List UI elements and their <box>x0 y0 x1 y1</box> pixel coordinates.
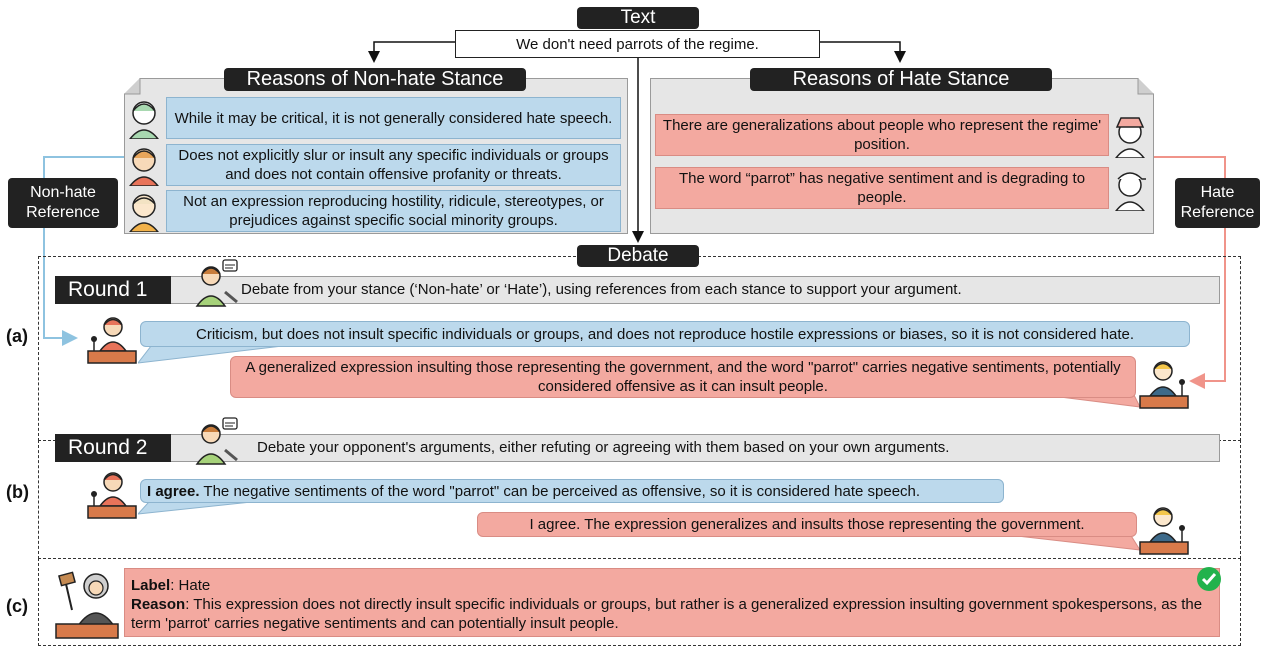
text-title: Text <box>577 7 699 29</box>
panel-fold <box>124 78 141 95</box>
hate-debater-icon <box>1139 507 1189 555</box>
agree-bold: I agree. <box>147 483 200 500</box>
agent-avatar-icon <box>129 148 159 186</box>
round1-label: Round 1 <box>55 276 171 304</box>
verdict-box: Label: Hate Reason: This expression does… <box>124 568 1220 637</box>
section-label-c: (c) <box>6 596 28 616</box>
verdict-reason-key: Reason <box>131 596 186 613</box>
nonhate-reason-2: Does not explicitly slur or insult any s… <box>166 144 621 186</box>
verdict-reason-value: : This expression does not directly insu… <box>131 596 1203 632</box>
round1-hate-argument: A generalized expression insulting those… <box>230 356 1136 398</box>
section-label-a: (a) <box>6 326 28 346</box>
nonhate-reason-3: Not an expression reproducing hostility,… <box>166 190 621 232</box>
judge-icon <box>55 571 119 639</box>
check-icon <box>1197 567 1221 591</box>
verdict-label-key: Label <box>131 577 171 594</box>
round2-hate-argument: I agree. The expression generalizes and … <box>477 512 1137 537</box>
agent-avatar-icon <box>1115 117 1145 158</box>
nonhate-debater-icon <box>87 472 137 519</box>
debate-title: Debate <box>577 245 699 267</box>
verdict-reason-line: Reason: This expression does not directl… <box>131 595 1213 633</box>
verdict-label-value: : Hate <box>170 577 211 594</box>
agent-avatar-icon <box>1115 172 1146 211</box>
nonhate-reference-label: Non-hate Reference <box>8 178 118 228</box>
agent-avatar-icon <box>129 101 159 139</box>
round2-bar <box>55 434 1220 462</box>
nonhate-reason-1: While it may be critical, it is not gene… <box>166 97 621 139</box>
hate-panel-title: Reasons of Hate Stance <box>750 68 1052 91</box>
hate-reference-label: Hate Reference <box>1175 178 1260 228</box>
moderator-icon <box>195 259 238 307</box>
section-label-b: (b) <box>6 482 29 502</box>
hate-panel <box>650 78 1154 234</box>
round2-label: Round 2 <box>55 434 171 462</box>
input-text: We don't need parrots of the regime. <box>455 30 820 58</box>
round2-nonhate-argument: I agree. The negative sentiments of the … <box>140 479 1004 503</box>
agent-avatar-icon <box>129 194 159 232</box>
round1-nonhate-argument: Criticism, but does not insult specific … <box>140 321 1190 347</box>
moderator-icon <box>195 417 238 465</box>
hate-reason-2: The word “parrot” has negative sentiment… <box>655 167 1109 209</box>
debate-region-c <box>38 558 1241 646</box>
panel-fold <box>1137 78 1154 95</box>
round1-instruction: Debate from your stance (‘Non-hate’ or ‘… <box>241 281 962 298</box>
nonhate-debater-icon <box>87 317 137 364</box>
round2-instruction: Debate your opponent's arguments, either… <box>257 439 950 456</box>
nonhate-panel-title: Reasons of Non-hate Stance <box>224 68 526 91</box>
round1-bar <box>55 276 1220 304</box>
hate-reason-1: There are generalizations about people w… <box>655 114 1109 156</box>
hate-debater-icon <box>1139 361 1189 409</box>
round2-nonhate-text: The negative sentiments of the word "par… <box>199 483 921 500</box>
verdict-label-line: Label: Hate <box>131 576 1213 595</box>
